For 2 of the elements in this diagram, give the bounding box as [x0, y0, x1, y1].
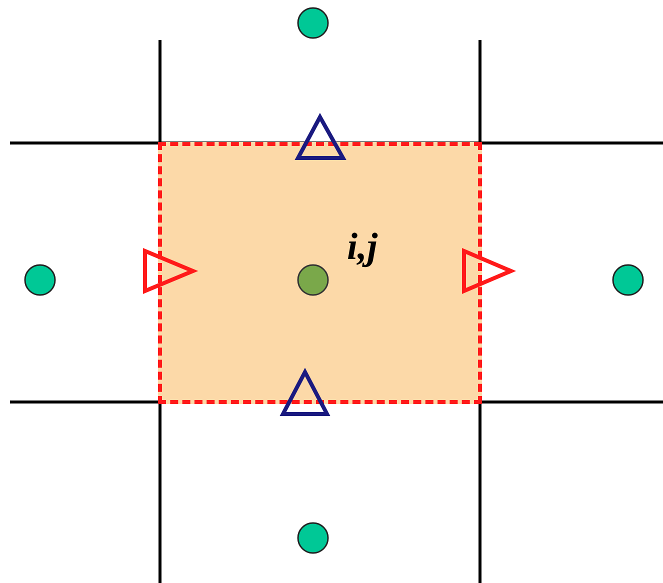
cell-index-label: i,j: [347, 228, 378, 266]
grid-cell: [158, 142, 482, 404]
